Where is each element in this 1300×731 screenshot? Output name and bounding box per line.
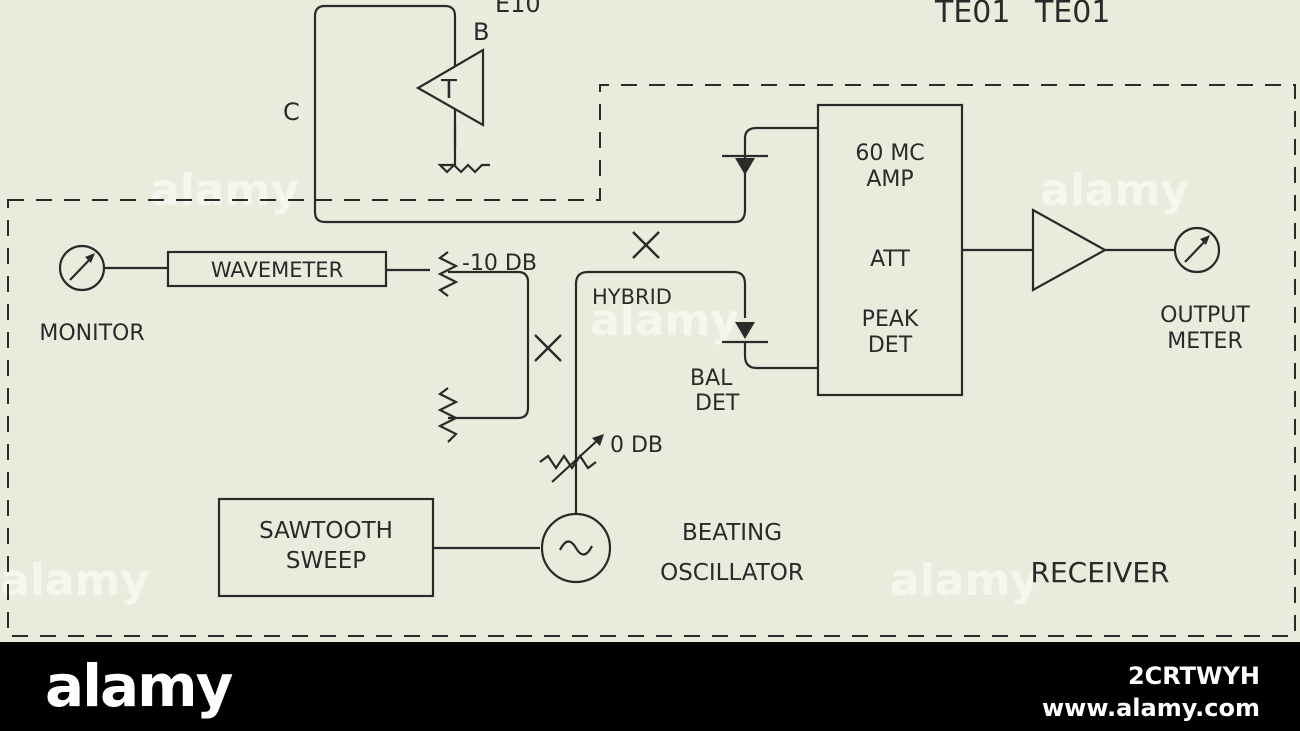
label-monitor: MONITOR bbox=[39, 321, 144, 346]
label-beating: BEATING bbox=[682, 520, 782, 546]
waveguide-loop bbox=[313, 4, 818, 224]
site-url: www.alamy.com bbox=[1041, 694, 1260, 722]
label-sawtooth: SAWTOOTH bbox=[259, 518, 393, 544]
label-c: C bbox=[283, 98, 300, 126]
label-bal-det: DET bbox=[695, 391, 740, 416]
footer-meta: 2CRTWYH www.alamy.com bbox=[1042, 660, 1260, 724]
output-meter-arrow-icon bbox=[1200, 235, 1210, 245]
monitor-meter-arrow-icon bbox=[85, 253, 95, 263]
label-bal: BAL bbox=[690, 366, 733, 391]
output-amplifier-triangle bbox=[1031, 208, 1108, 292]
receiver-enclosure bbox=[7, 84, 1296, 637]
attenuator-arrow-head bbox=[592, 434, 604, 446]
label-zero-db: 0 DB bbox=[610, 433, 663, 458]
label-output: OUTPUT bbox=[1160, 303, 1250, 328]
receiver-circuit-diagram: alamy alamy alamy alamy alamy E10 TE01 T… bbox=[0, 0, 1296, 637]
label-hybrid: HYBRID bbox=[592, 285, 672, 309]
image-id: 2CRTWYH bbox=[1127, 662, 1260, 690]
label-det: DET bbox=[868, 333, 913, 358]
sine-wave-icon bbox=[559, 540, 593, 556]
label-meter: METER bbox=[1167, 329, 1243, 354]
label-att: ATT bbox=[870, 247, 910, 272]
transformer-triangle bbox=[415, 48, 485, 127]
termination-resistor bbox=[437, 125, 490, 174]
label-peak: PEAK bbox=[862, 307, 919, 332]
mixer-diode bbox=[735, 158, 755, 175]
label-amp: AMP bbox=[866, 167, 913, 192]
hybrid-line bbox=[574, 270, 747, 515]
label-te10-partial: E10 bbox=[495, 0, 541, 18]
watermark: alamy bbox=[0, 555, 149, 606]
stock-footer: alamy 2CRTWYH www.alamy.com bbox=[0, 642, 1300, 731]
label-amp-60mc: 60 MC bbox=[855, 141, 924, 166]
watermark: alamy bbox=[590, 295, 739, 346]
label-te01-a: TE01 bbox=[934, 0, 1010, 30]
balanced-detector-diode bbox=[735, 322, 755, 339]
wavemeter-box bbox=[166, 250, 388, 288]
label-oscillator: OSCILLATOR bbox=[660, 560, 804, 586]
label-b: B bbox=[473, 18, 489, 46]
watermark: alamy bbox=[150, 165, 299, 216]
coupler-resistor-top bbox=[437, 251, 459, 297]
variable-attenuator bbox=[539, 454, 597, 470]
attenuator-arrow bbox=[551, 437, 601, 483]
label-wavemeter: WAVEMETER bbox=[211, 258, 343, 282]
footer-logo: alamy bbox=[45, 652, 233, 720]
label-t: T bbox=[440, 75, 457, 105]
directional-coupler-icon bbox=[534, 231, 660, 362]
coupler-loop bbox=[448, 270, 530, 420]
label-receiver: RECEIVER bbox=[1031, 556, 1170, 589]
label-sweep: SWEEP bbox=[286, 548, 366, 574]
sawtooth-sweep-box bbox=[217, 497, 435, 598]
watermark: alamy bbox=[890, 555, 1039, 606]
label-te01-b: TE01 bbox=[1034, 0, 1110, 30]
wire-baldet-to-amp bbox=[743, 342, 818, 370]
watermark: alamy bbox=[1040, 165, 1189, 216]
coupler-resistor-bottom bbox=[437, 387, 459, 443]
